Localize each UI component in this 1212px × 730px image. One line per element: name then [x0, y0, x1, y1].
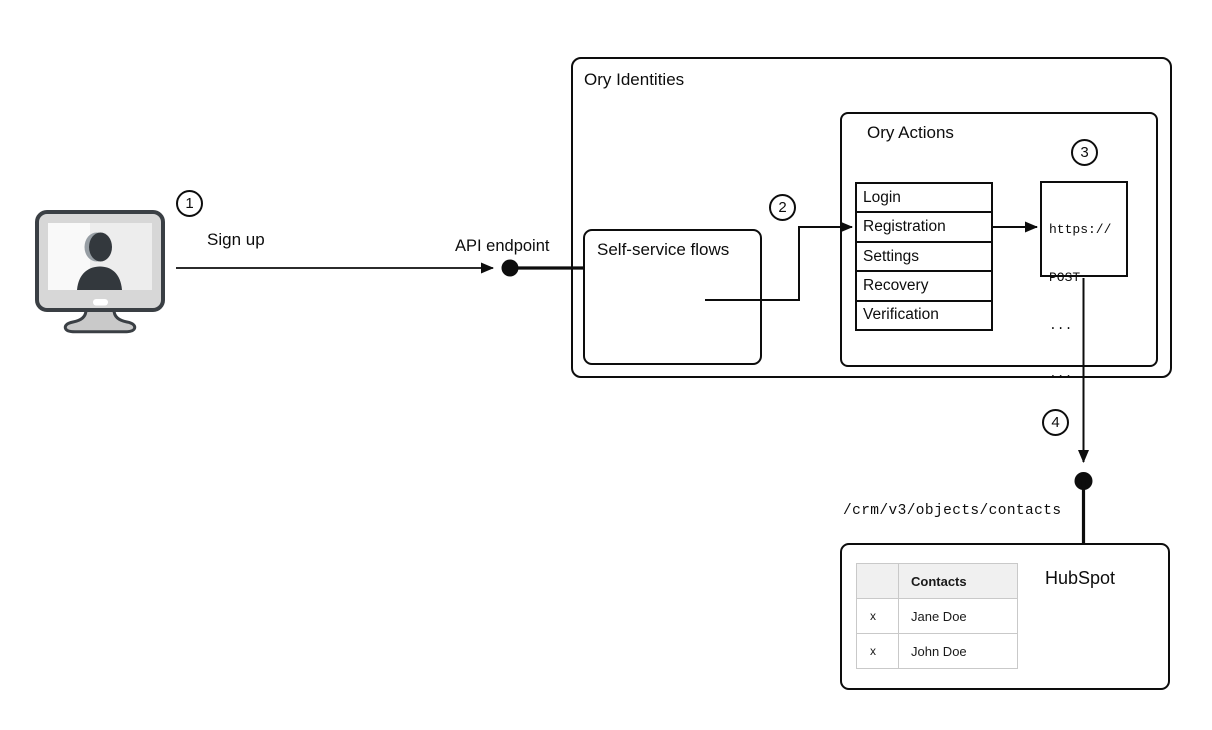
ory-identities-box	[571, 57, 1172, 378]
self-service-flows-title: Self-service flows	[597, 240, 730, 259]
crm-path-label: /crm/v3/objects/contacts	[843, 503, 1062, 519]
api-endpoint-label: API endpoint	[455, 237, 550, 255]
user-computer-icon	[35, 210, 165, 334]
step-badge-3: 3	[1071, 139, 1098, 166]
code-line: POST	[1049, 270, 1081, 285]
contact-mark: x	[856, 598, 899, 634]
code-line: ...	[1049, 366, 1073, 381]
contacts-table: Contacts x Jane Doe x John Doe	[856, 563, 1018, 669]
step-badge-4: 4	[1042, 409, 1069, 436]
hubspot-endpoint-dot	[1074, 472, 1093, 490]
self-service-flow-list: Login Registration Settings Recovery Ver…	[855, 182, 993, 331]
contacts-header-row: Contacts	[856, 563, 1018, 599]
hubspot-title: HubSpot	[1045, 568, 1116, 588]
sign-up-label: Sign up	[207, 230, 265, 249]
flow-item-verification: Verification	[863, 306, 939, 324]
flow-item-login: Login	[857, 184, 991, 214]
step-badge-2: 2	[769, 194, 796, 221]
contacts-row: x John Doe	[856, 633, 1018, 669]
contact-name: Jane Doe	[898, 598, 1018, 634]
contacts-header-empty	[856, 563, 899, 599]
contacts-header-label: Contacts	[898, 563, 1018, 599]
code-line: ...	[1049, 318, 1073, 333]
api-endpoint-dot	[501, 259, 519, 277]
webhook-code-box: https:// POST ... ...	[1040, 181, 1128, 381]
code-line: https://	[1049, 222, 1112, 237]
flow-item-settings: Settings	[857, 243, 991, 273]
contact-name: John Doe	[898, 633, 1018, 669]
step-badge-1: 1	[176, 190, 203, 217]
flow-item-registration: Registration	[857, 213, 991, 243]
contact-mark: x	[856, 633, 899, 669]
flow-item-recovery: Recovery	[857, 272, 991, 302]
ory-identities-title: Ory Identities	[584, 70, 685, 89]
contacts-row: x Jane Doe	[856, 598, 1018, 634]
hubspot-box	[840, 543, 1170, 690]
ory-actions-title: Ory Actions	[867, 123, 954, 142]
